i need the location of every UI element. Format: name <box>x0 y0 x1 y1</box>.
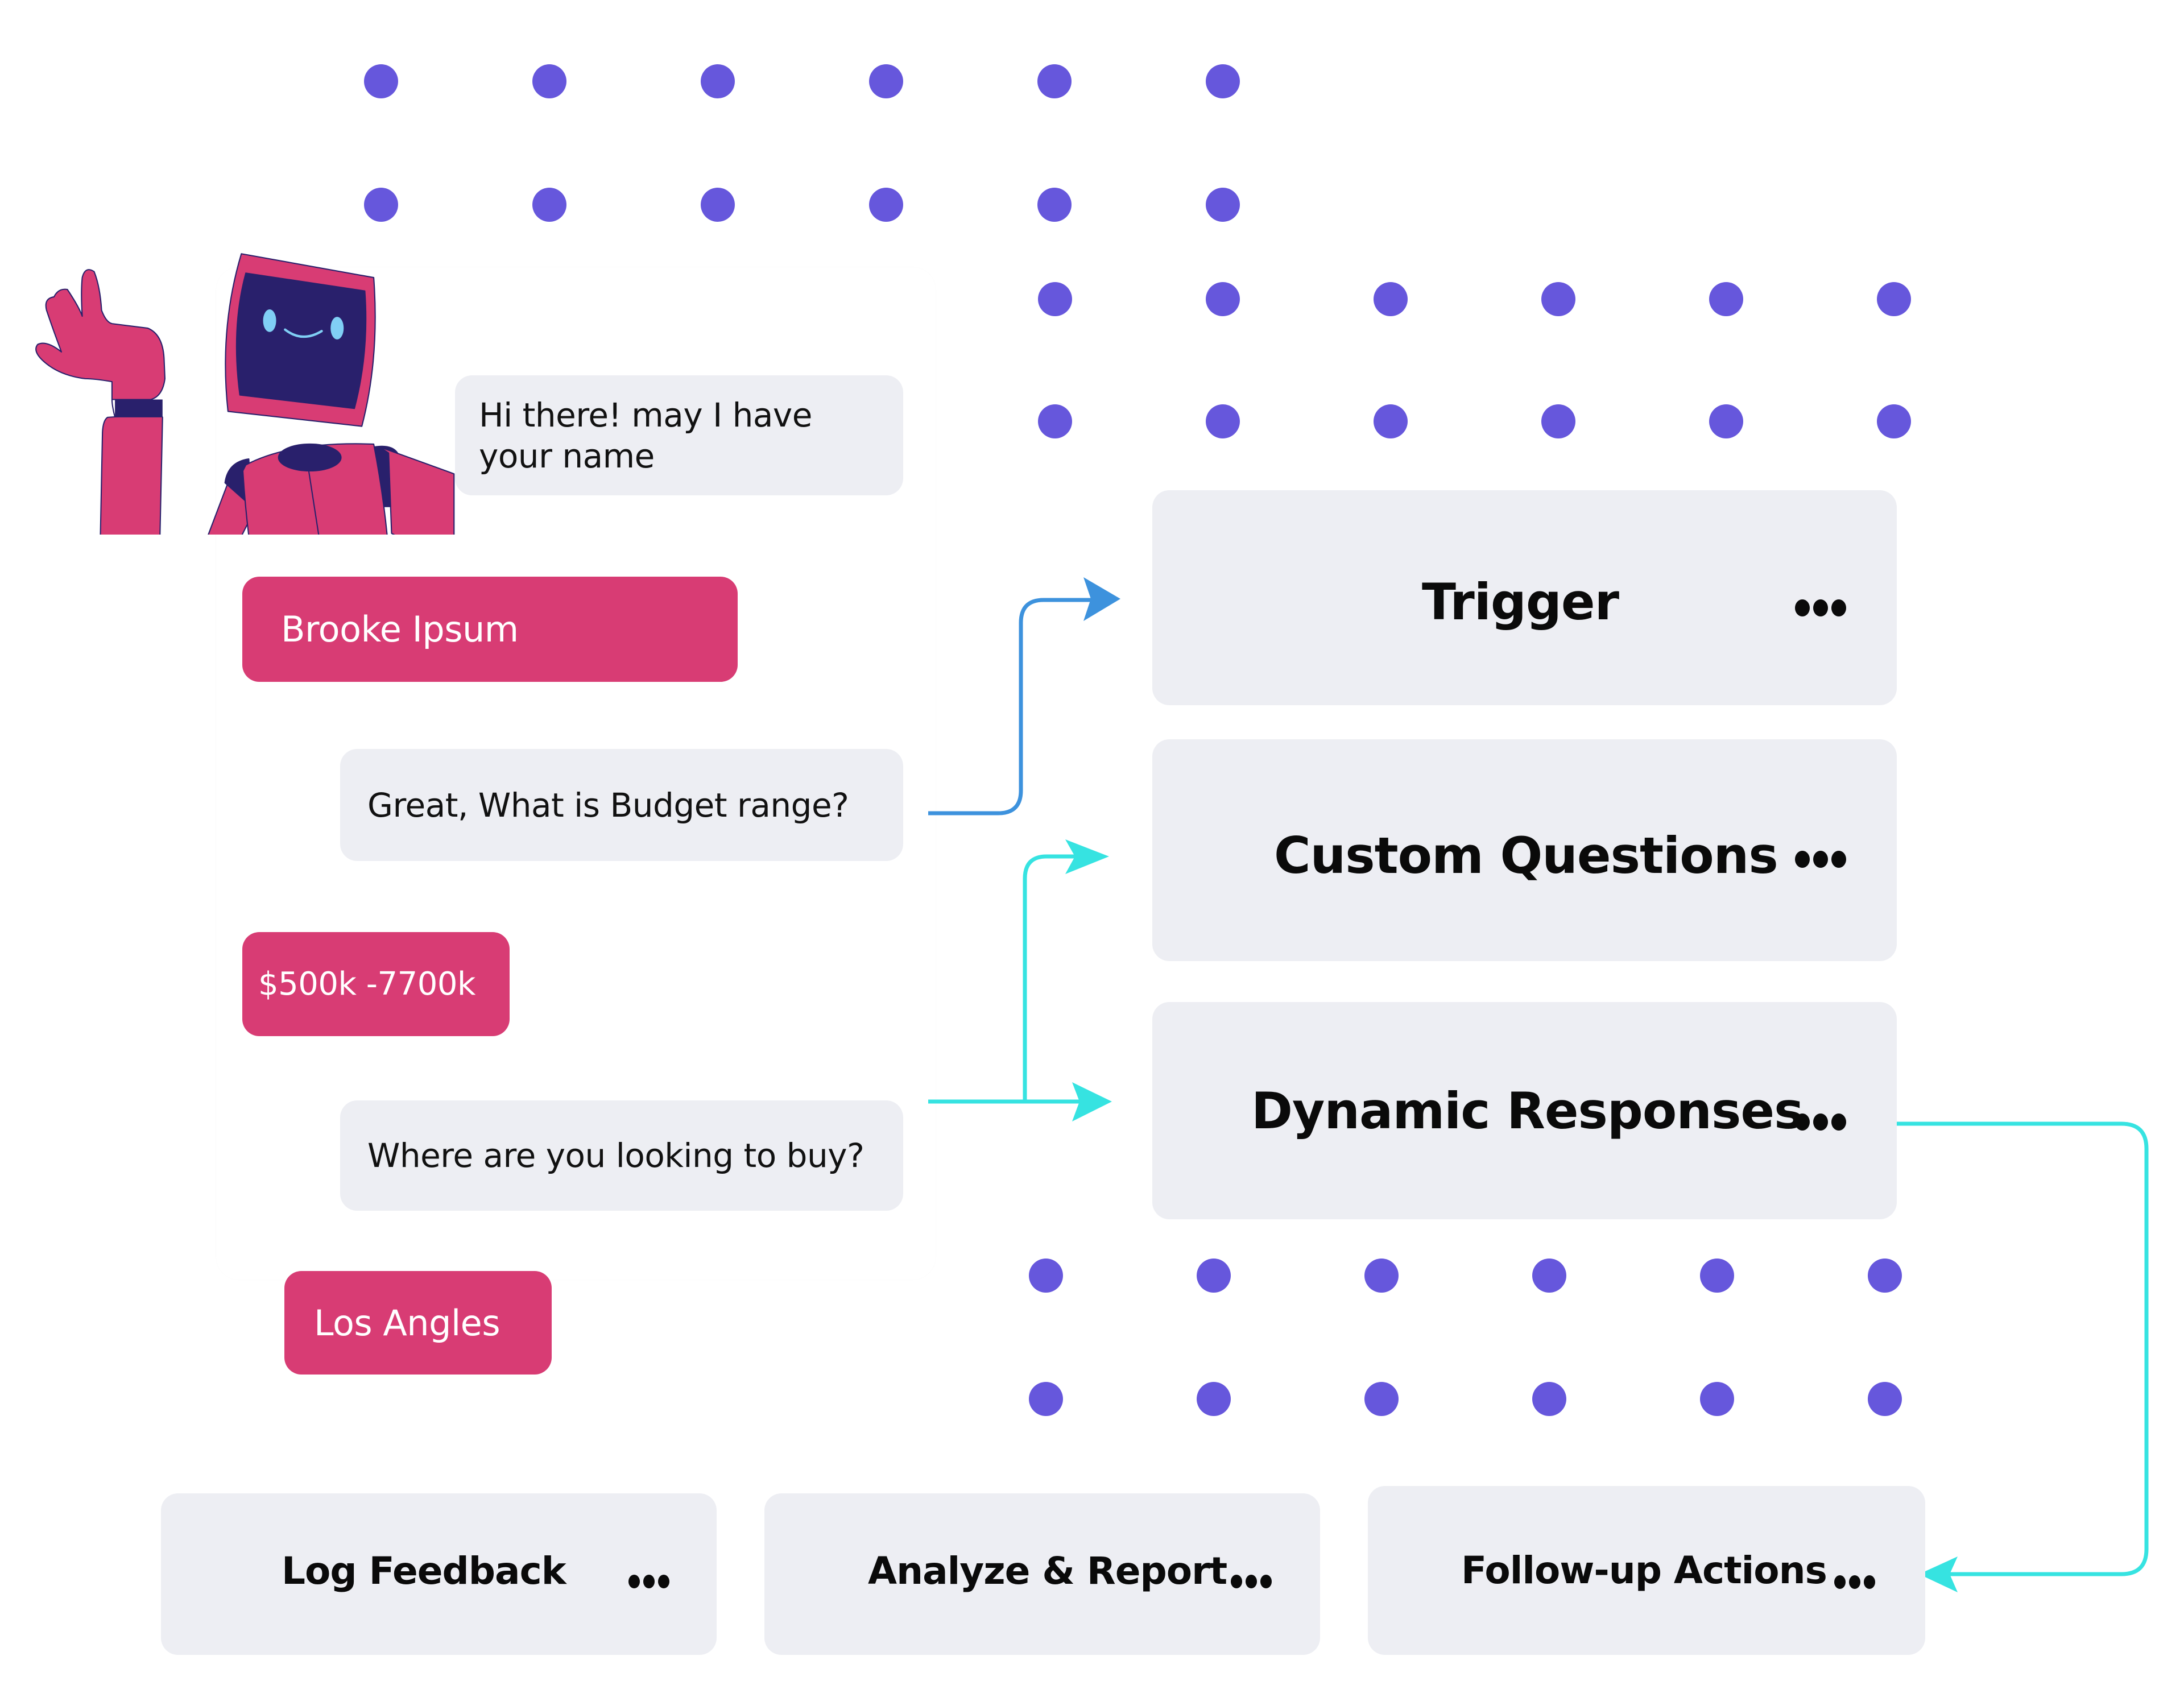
more-horizontal-icon[interactable] <box>1795 1113 1846 1131</box>
user-message-budget: $500k -7700k <box>242 932 510 1036</box>
action-card-log-feedback[interactable]: Log Feedback <box>161 1493 717 1655</box>
decorative-dot <box>869 64 903 98</box>
robot-screen <box>235 272 367 409</box>
robot-arm-right <box>379 446 455 535</box>
more-horizontal-icon[interactable] <box>628 1575 669 1588</box>
decorative-dot <box>1374 282 1408 316</box>
user-message-text: $500k -7700k <box>258 966 475 1003</box>
decorative-dot <box>1541 404 1575 438</box>
step-card-custom-questions[interactable]: Custom Questions <box>1152 739 1897 961</box>
decorative-dot <box>364 188 398 222</box>
bot-message-text: Where are you looking to buy? <box>367 1136 864 1175</box>
decorative-dot <box>1868 1382 1902 1416</box>
more-horizontal-icon[interactable] <box>1795 599 1846 616</box>
decorative-dot <box>532 188 566 222</box>
decorative-dot <box>1709 282 1743 316</box>
decorative-dot <box>1037 64 1072 98</box>
decorative-dot <box>1700 1259 1734 1293</box>
decorative-dot <box>364 64 398 98</box>
decorative-dot <box>1877 404 1911 438</box>
robot-arm-raised <box>100 413 163 535</box>
bot-message-greeting: Hi there! may I have your name <box>455 375 903 495</box>
decorative-dot <box>1038 282 1072 316</box>
action-card-analyze-report[interactable]: Analyze & Report <box>764 1493 1320 1655</box>
decorative-dot <box>1709 404 1743 438</box>
robot-eye-left <box>263 309 276 332</box>
user-message-text: Los Angles <box>314 1302 500 1344</box>
arrowhead-icon <box>1083 577 1120 621</box>
action-title: Log Feedback <box>282 1549 566 1593</box>
decorative-dot <box>1206 282 1240 316</box>
decorative-dot <box>1038 404 1072 438</box>
decorative-dot <box>869 188 903 222</box>
step-title: Dynamic Responses <box>1251 1082 1804 1140</box>
decorative-dot <box>1029 1382 1063 1416</box>
connector-location-to-custom <box>928 839 1109 1104</box>
decorative-dot <box>701 64 735 98</box>
arrowhead-icon <box>1072 1082 1112 1121</box>
decorative-dot <box>1197 1259 1231 1293</box>
robot-hand-waving <box>35 269 166 400</box>
decorative-dot <box>1197 1382 1231 1416</box>
bot-message-budget: Great, What is Budget range? <box>340 749 903 861</box>
user-message-location: Los Angles <box>284 1271 552 1375</box>
decorative-dot <box>1532 1259 1566 1293</box>
step-title: Trigger <box>1422 573 1619 631</box>
connector-location-to-dynamic <box>1025 1082 1112 1121</box>
action-title: Analyze & Report <box>868 1549 1227 1593</box>
decorative-dot <box>1374 404 1408 438</box>
decorative-dot <box>1206 64 1240 98</box>
more-horizontal-icon[interactable] <box>1795 851 1846 868</box>
decorative-dot <box>532 64 566 98</box>
decorative-dot <box>1877 282 1911 316</box>
decorative-dot <box>1700 1382 1734 1416</box>
action-card-follow-up[interactable]: Follow-up Actions <box>1368 1486 1925 1655</box>
robot-smile <box>284 328 323 338</box>
robot-eye-right <box>330 317 344 340</box>
connector-budget-to-trigger <box>928 577 1120 815</box>
step-card-trigger[interactable]: Trigger <box>1152 490 1897 705</box>
connector-dynamic-to-followup <box>1897 1121 2149 1592</box>
robot-mascot <box>35 253 455 535</box>
decorative-dot <box>1868 1259 1902 1293</box>
decorative-dot <box>1206 404 1240 438</box>
user-message-text: Brooke Ipsum <box>281 608 519 650</box>
decorative-dot <box>1364 1259 1399 1293</box>
decorative-dot <box>1364 1382 1399 1416</box>
step-title: Custom Questions <box>1274 826 1778 885</box>
arrowhead-icon <box>1065 839 1109 874</box>
robot-torso <box>242 443 388 535</box>
user-message-name: Brooke Ipsum <box>242 577 738 682</box>
decorative-dot <box>1029 1259 1063 1293</box>
decorative-dot <box>1541 282 1575 316</box>
decorative-dot <box>1206 188 1240 222</box>
decorative-dot <box>1037 188 1072 222</box>
more-horizontal-icon[interactable] <box>1834 1575 1875 1589</box>
more-horizontal-icon[interactable] <box>1231 1575 1272 1588</box>
bot-message-text-line: Hi there! may I have <box>479 395 812 434</box>
action-title: Follow-up Actions <box>1461 1549 1827 1592</box>
decorative-dot <box>1532 1382 1566 1416</box>
step-card-dynamic-responses[interactable]: Dynamic Responses <box>1152 1002 1897 1219</box>
bot-message-text-line: your name <box>479 436 655 475</box>
decorative-dot <box>701 188 735 222</box>
bot-message-text: Great, What is Budget range? <box>367 785 849 825</box>
bot-message-location: Where are you looking to buy? <box>340 1100 903 1211</box>
